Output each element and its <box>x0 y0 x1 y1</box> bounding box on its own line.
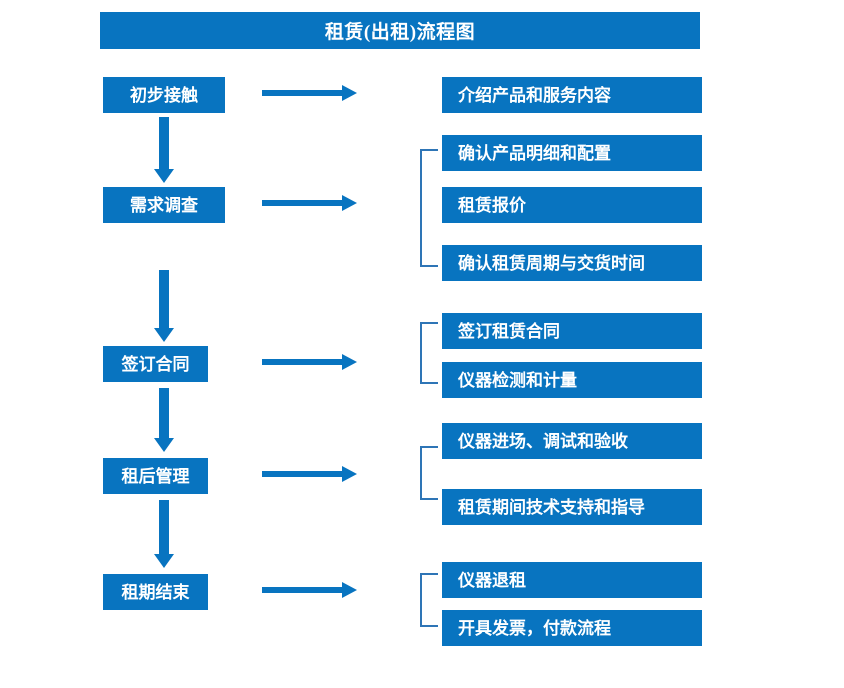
stage-label-sign-contract: 签订合同 <box>121 354 190 374</box>
stage-label-initial-contact: 初步接触 <box>130 85 198 105</box>
detail-box-sign-rental-contract[interactable]: 签订租赁合同 <box>442 313 702 349</box>
vertical-arrow-icon-4 <box>153 500 175 568</box>
detail-box-technical-support[interactable]: 租赁期间技术支持和指导 <box>442 489 702 525</box>
detail-label-confirm-period-delivery: 确认租赁周期与交货时间 <box>458 253 645 273</box>
detail-label-invoice-payment: 开具发票，付款流程 <box>458 618 611 638</box>
detail-label-technical-support: 租赁期间技术支持和指导 <box>458 497 645 517</box>
diagram-title-banner: 租赁(出租)流程图 <box>100 12 700 49</box>
stage-label-needs-survey: 需求调查 <box>130 195 198 215</box>
detail-box-rental-quotation[interactable]: 租赁报价 <box>442 187 702 223</box>
detail-label-instrument-entry-commissioning: 仪器进场、调试和验收 <box>458 431 628 451</box>
detail-box-instrument-test-metrology[interactable]: 仪器检测和计量 <box>442 362 702 398</box>
group-bracket-post-rental-management <box>418 446 440 500</box>
detail-label-instrument-return: 仪器退租 <box>458 570 526 590</box>
stage-label-rental-end: 租期结束 <box>121 582 190 602</box>
detail-box-confirm-spec-config[interactable]: 确认产品明细和配置 <box>442 135 702 171</box>
vertical-arrow-icon-3 <box>153 388 175 452</box>
detail-box-invoice-payment[interactable]: 开具发票，付款流程 <box>442 610 702 646</box>
detail-label-sign-rental-contract: 签订租赁合同 <box>458 321 560 341</box>
group-bracket-needs-survey <box>418 149 440 267</box>
horizontal-arrow-icon-4 <box>262 463 357 485</box>
diagram-title-text: 租赁(出租)流程图 <box>324 22 476 43</box>
detail-box-instrument-entry-commissioning[interactable]: 仪器进场、调试和验收 <box>442 423 702 459</box>
horizontal-arrow-icon-2 <box>262 192 357 214</box>
group-bracket-sign-contract <box>418 322 440 384</box>
detail-box-confirm-period-delivery[interactable]: 确认租赁周期与交货时间 <box>442 245 702 281</box>
stage-box-initial-contact[interactable]: 初步接触 <box>103 77 225 113</box>
group-bracket-rental-end <box>418 573 440 627</box>
vertical-arrow-icon-2 <box>153 270 175 342</box>
detail-box-introduce-products[interactable]: 介绍产品和服务内容 <box>442 77 702 113</box>
detail-label-introduce-products: 介绍产品和服务内容 <box>458 85 611 105</box>
horizontal-arrow-icon-1 <box>262 82 357 104</box>
detail-label-rental-quotation: 租赁报价 <box>458 195 526 215</box>
horizontal-arrow-icon-3 <box>262 351 357 373</box>
vertical-arrow-icon-1 <box>153 117 175 183</box>
stage-box-needs-survey[interactable]: 需求调查 <box>103 187 225 223</box>
detail-box-instrument-return[interactable]: 仪器退租 <box>442 562 702 598</box>
detail-label-instrument-test-metrology: 仪器检测和计量 <box>458 370 577 390</box>
horizontal-arrow-icon-5 <box>262 579 357 601</box>
stage-box-rental-end[interactable]: 租期结束 <box>103 574 208 610</box>
stage-box-sign-contract[interactable]: 签订合同 <box>103 346 208 382</box>
stage-box-post-rental-management[interactable]: 租后管理 <box>103 458 208 494</box>
detail-label-confirm-spec-config: 确认产品明细和配置 <box>458 143 611 163</box>
stage-label-post-rental-management: 租后管理 <box>121 466 190 486</box>
